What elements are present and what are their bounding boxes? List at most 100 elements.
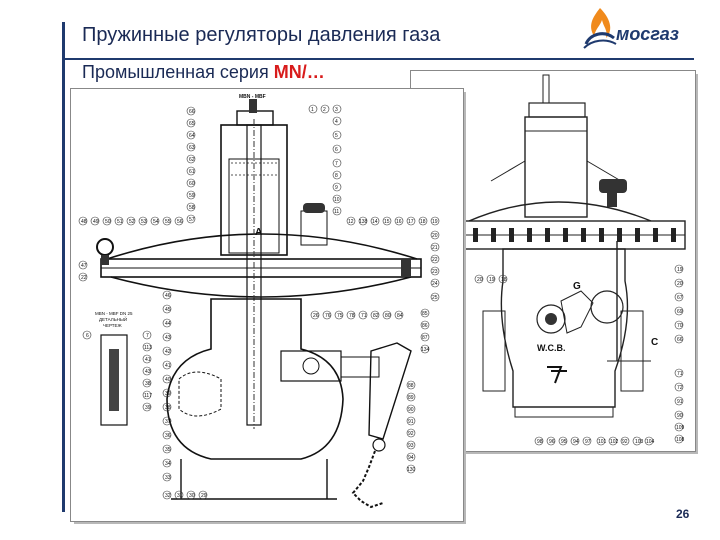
callout-number: 98 — [537, 439, 543, 445]
callout-number: 14 — [372, 219, 378, 225]
callout-number: 85 — [422, 311, 428, 317]
callout-number: 12 — [348, 219, 354, 225]
callout-number: 87 — [422, 335, 428, 341]
callout-number: 4 — [335, 119, 338, 125]
callout-number: 7 — [335, 161, 338, 167]
drawing-header-label: MBN - MBF — [239, 94, 266, 100]
callout-number: 26 — [313, 313, 319, 319]
detail-caption-3: ЧЕРТЕЖ — [103, 323, 123, 328]
callout-number: 8 — [335, 173, 338, 179]
callout-number: 5 — [335, 133, 338, 139]
callout-number: 69 — [677, 309, 683, 315]
callout-number: 90 — [408, 407, 414, 413]
callout-number: 48 — [81, 219, 87, 225]
callout-number: 108 — [676, 437, 685, 443]
regulator-section-drawing: MBN - MBF A MBN - MBF DN 25 — [78, 94, 440, 509]
drawing-left-panel: MBN - MBF A MBN - MBF DN 25 — [70, 88, 464, 522]
callout-number: 18 — [420, 219, 426, 225]
callout-number: 113 — [144, 345, 152, 351]
callout-number: 62 — [189, 157, 195, 163]
callout-number: 50 — [105, 219, 111, 225]
callout-number: 58 — [189, 205, 195, 211]
callout-number: 32 — [165, 493, 171, 499]
detail-caption-1: MBN - MBF DN 25 — [95, 311, 133, 316]
callout-number: 45 — [165, 307, 171, 313]
callout-number: 44 — [165, 321, 171, 327]
callout-number: 35 — [165, 447, 171, 453]
callout-number: 17 — [408, 219, 414, 225]
callouts-top-right: 1 2 3 4 5 6 7 8 9 10 11 12 138 14 15 16 … — [308, 104, 440, 226]
callout-number: 6 — [335, 147, 338, 153]
page-number: 26 — [676, 507, 690, 521]
series-name: MN/… — [273, 62, 325, 82]
callout-number: 130 — [407, 467, 416, 473]
callout-number: 76 — [325, 313, 331, 319]
callout-number: 101 — [598, 439, 607, 445]
callout-number: 1 — [311, 107, 314, 113]
bottom-callouts: 98 96 95 94 97 101 102 92 103 104 — [534, 436, 655, 446]
callout-number: 29 — [201, 493, 207, 499]
callout-number: 11 — [334, 209, 339, 215]
slide-title: Пружинные регуляторы давления газа — [82, 24, 441, 46]
callout-number: 38 — [165, 405, 171, 411]
callout-number: 31 — [177, 493, 183, 499]
callouts-side: 47 22 — [78, 260, 88, 282]
callout-number: 103 — [635, 439, 644, 445]
callout-number: 39 — [145, 405, 151, 411]
callout-number: 38 — [145, 381, 151, 387]
section-label-c: C — [651, 337, 658, 348]
body-stamp: W.C.B. — [537, 343, 566, 353]
callout-number: 84 — [397, 313, 403, 319]
callout-number: 7 — [146, 333, 149, 339]
callout-number: 20 — [432, 233, 438, 239]
callout-number: 6 — [86, 333, 89, 339]
callout-number: 70 — [677, 323, 683, 329]
callouts-lower-left: 46 45 44 43 42 41 40 39 38 37 36 35 34 3… — [162, 290, 172, 500]
callout-number: 43 — [145, 369, 151, 375]
callout-number: 22 — [432, 257, 438, 263]
callout-number: 19 — [432, 219, 438, 225]
callout-number: 20 — [677, 281, 683, 287]
callout-number: 89 — [408, 395, 414, 401]
callout-number: 56 — [177, 219, 183, 225]
callout-number: 21 — [432, 245, 438, 251]
mosgaz-logo: мосгаз — [583, 8, 679, 49]
callout-number: 18 — [501, 277, 507, 283]
section-label-a: A — [255, 227, 262, 238]
callout-number: 51 — [117, 219, 123, 225]
callout-number: 90 — [677, 413, 683, 419]
callout-number: 52 — [129, 219, 135, 225]
callout-number: 15 — [384, 219, 390, 225]
callout-number: 33 — [165, 475, 171, 481]
callout-number: 43 — [165, 335, 171, 341]
callout-number: 138 — [359, 219, 368, 225]
header-divider — [62, 58, 694, 60]
callout-number: 19 — [489, 277, 495, 283]
callout-number: 88 — [408, 383, 414, 389]
callout-number: 66 — [677, 337, 683, 343]
callout-number: 36 — [165, 433, 171, 439]
callout-number: 64 — [189, 133, 195, 139]
callout-number: 20 — [477, 277, 483, 283]
callout-number: 60 — [189, 181, 195, 187]
flame-icon — [583, 8, 617, 49]
callout-number: 117 — [144, 393, 152, 399]
callout-number: 102 — [610, 439, 619, 445]
callout-number: 37 — [165, 419, 171, 425]
callout-number: 66 — [189, 109, 195, 115]
callout-number: 91 — [408, 419, 414, 425]
callout-number: 82 — [373, 313, 379, 319]
callouts-detail: 6 7 113 41 43 38 117 39 — [82, 330, 152, 412]
callout-number: 72 — [677, 385, 683, 391]
callout-number: 71 — [677, 371, 683, 377]
callout-number: 65 — [189, 121, 195, 127]
detail-caption-2: ДЕТАЛЬНЫЙ — [99, 315, 127, 322]
callout-number: 109 — [676, 425, 685, 431]
callout-number: 40 — [165, 377, 171, 383]
callout-number: 92 — [622, 439, 628, 445]
callout-number: 78 — [349, 313, 355, 319]
callout-number: 9 — [335, 185, 338, 191]
callout-number: 41 — [165, 363, 171, 369]
subtitle-prefix: Промышленная серия — [82, 62, 274, 82]
callout-number: 94 — [573, 439, 579, 445]
